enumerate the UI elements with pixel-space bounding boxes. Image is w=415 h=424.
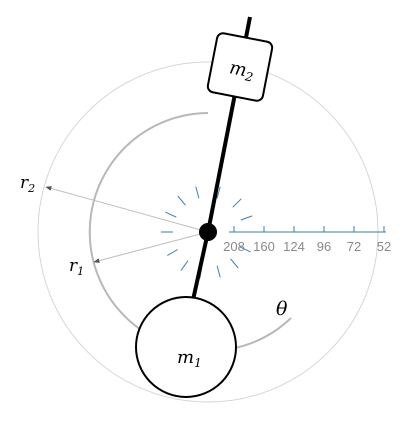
radial-tick: [232, 198, 242, 208]
theta-label: θ: [276, 298, 288, 320]
radial-tick: [167, 249, 178, 256]
scale-tick-label: 96: [317, 239, 331, 254]
radial-tick: [240, 215, 253, 221]
r2-radius-line: [45, 186, 209, 233]
pivot-point: [199, 223, 217, 241]
r1-label: r1: [69, 256, 84, 278]
radial-tick: [216, 265, 221, 278]
mass-m1-bob: [135, 296, 237, 398]
radial-tick: [216, 186, 221, 199]
m2-label: m2: [227, 57, 256, 84]
radial-tick: [230, 258, 239, 269]
pendulum-rod-lower: [191, 231, 210, 301]
scale-axis: 208 160 124 96 72 52: [223, 226, 391, 254]
radial-tick: [195, 186, 200, 199]
radial-tick: [165, 211, 177, 218]
scale-tick-label: 124: [283, 239, 305, 254]
scale-tick-label: 72: [347, 239, 361, 254]
r2-label: r2: [20, 173, 35, 195]
scale-tick-label: 160: [253, 239, 275, 254]
mass-m2-block: m2: [206, 32, 274, 102]
m1-label: m1: [177, 347, 202, 370]
scale-tick-label: 52: [377, 239, 391, 254]
r1-radius-line: [93, 231, 209, 263]
radial-tick: [177, 195, 186, 206]
radial-tick-marks: [161, 186, 255, 279]
radial-tick: [239, 246, 251, 253]
scale-tick-label: 208: [223, 239, 245, 254]
radial-tick: [180, 260, 189, 271]
